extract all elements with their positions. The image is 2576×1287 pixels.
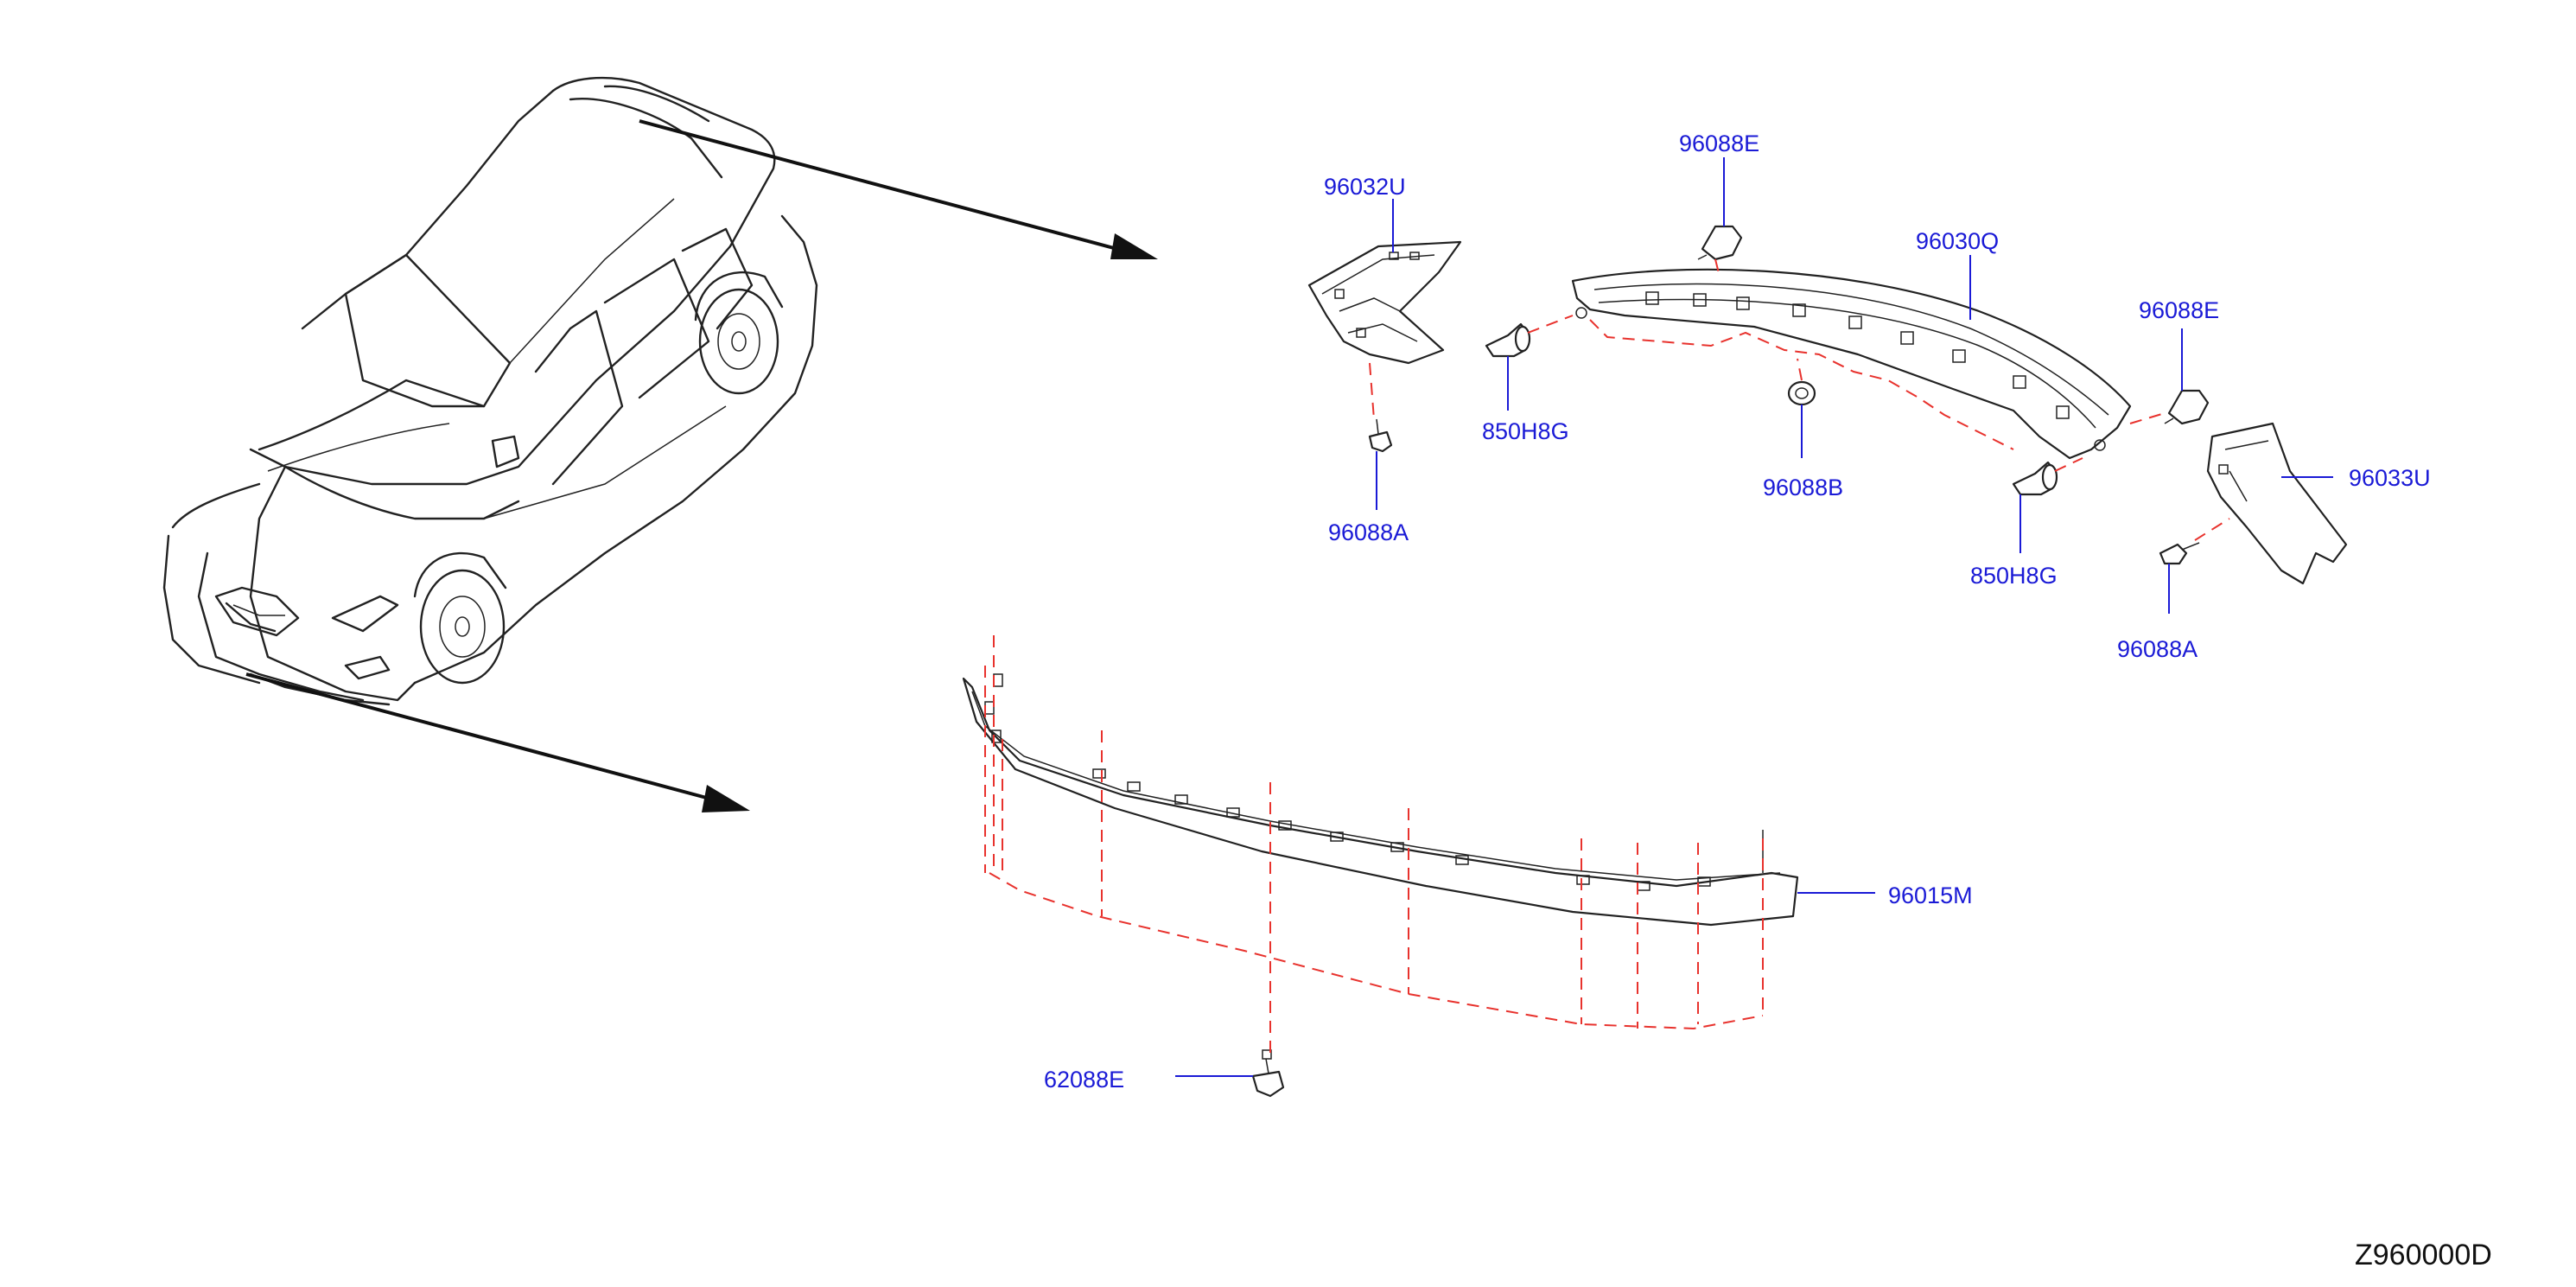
clip-96088E-right[interactable]: [2164, 389, 2210, 425]
location-arrow-front: [245, 672, 750, 812]
vehicle-illustration: [162, 76, 818, 706]
part-96033U[interactable]: [2206, 422, 2348, 585]
leader-lines: [1175, 157, 2333, 1077]
callout-96088E-top[interactable]: 96088E: [1679, 131, 1759, 156]
part-96030Q[interactable]: [1571, 268, 2132, 460]
clip-62088E[interactable]: [1251, 1049, 1285, 1098]
callout-96030Q[interactable]: 96030Q: [1916, 228, 1999, 254]
callout-96088E-right[interactable]: 96088E: [2139, 297, 2219, 323]
screw-96088A-right[interactable]: [2159, 542, 2200, 565]
callout-96088A-left[interactable]: 96088A: [1328, 519, 1409, 545]
diagram-reference-code: Z960000D: [2355, 1239, 2492, 1271]
callout-96033U[interactable]: 96033U: [2349, 465, 2431, 491]
callout-96088B[interactable]: 96088B: [1763, 475, 1843, 500]
callout-96015M[interactable]: 96015M: [1888, 882, 1973, 908]
callout-96088A-right[interactable]: 96088A: [2117, 636, 2198, 662]
clip-96088E-top[interactable]: [1697, 225, 1743, 261]
callout-850H8G-left[interactable]: 850H8G: [1482, 418, 1569, 444]
grommet-96088B[interactable]: [1787, 380, 1816, 406]
callout-850H8G-right[interactable]: 850H8G: [1970, 563, 2058, 589]
front-wheel: [413, 551, 507, 685]
part-96015M[interactable]: [962, 673, 1799, 927]
screw-96088A-left[interactable]: [1368, 418, 1393, 453]
assembly-guide-lines: [984, 258, 2230, 1059]
part-96032U[interactable]: [1307, 240, 1462, 365]
pushpin-850H8G-right[interactable]: [2012, 461, 2058, 496]
callout-62088E[interactable]: 62088E: [1044, 1067, 1124, 1093]
rear-wheel: [694, 271, 784, 395]
callout-96032U[interactable]: 96032U: [1324, 174, 1406, 200]
location-arrow-rear: [639, 119, 1158, 259]
pushpin-850H8G-left[interactable]: [1485, 322, 1531, 358]
